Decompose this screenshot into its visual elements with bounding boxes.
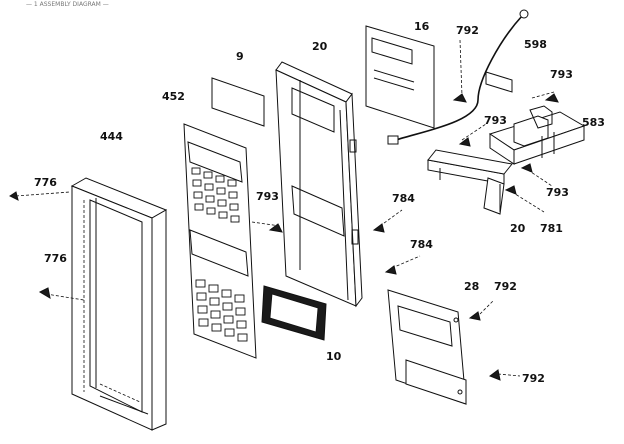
control-board-16 xyxy=(365,25,435,129)
callout-10: 10 xyxy=(326,350,342,363)
callout-781: 781 xyxy=(540,222,563,235)
callout-9: 9 xyxy=(236,50,244,63)
callout-793-bottom-right: 793 xyxy=(546,186,569,199)
callout-20-top: 20 xyxy=(312,40,328,53)
callout-793-left: 793 xyxy=(256,190,279,203)
callout-784-top: 784 xyxy=(392,192,415,205)
callout-793-right-top: 793 xyxy=(550,68,573,81)
callout-792-mid: 792 xyxy=(494,280,517,293)
gasket-10 xyxy=(261,285,327,341)
screw-icon xyxy=(372,209,403,233)
screw-icon xyxy=(38,287,85,301)
callout-16: 16 xyxy=(414,20,430,33)
screw-icon xyxy=(251,221,283,233)
screw-icon xyxy=(458,123,487,147)
panel-frame-20 xyxy=(275,61,363,308)
door-frame-444 xyxy=(70,177,168,431)
screw-icon xyxy=(520,163,553,187)
connector-block xyxy=(485,71,513,93)
callout-444: 444 xyxy=(100,130,123,143)
callout-776-bottom: 776 xyxy=(44,252,67,265)
upper-keypad xyxy=(191,167,240,223)
screw-icon xyxy=(9,191,71,201)
header-text: — 1 ASSEMBLY DIAGRAM — xyxy=(26,1,109,8)
screw-icon xyxy=(488,369,521,381)
clip-icon xyxy=(504,185,545,213)
callout-452: 452 xyxy=(162,90,185,103)
screw-icon xyxy=(531,91,559,103)
callout-583: 583 xyxy=(582,116,605,129)
screw-icon xyxy=(468,299,495,321)
callout-784-bottom: 784 xyxy=(410,238,433,251)
transformer-583 xyxy=(488,105,586,165)
callout-776-top: 776 xyxy=(34,176,57,189)
wire-harness-598 xyxy=(387,9,529,145)
callout-28: 28 xyxy=(464,280,479,293)
lower-keypad xyxy=(195,279,248,342)
callout-598: 598 xyxy=(524,38,547,51)
callout-793-mid: 793 xyxy=(484,114,507,127)
control-panel-452 xyxy=(183,123,257,359)
screw-icon xyxy=(384,255,421,275)
label-plate-9 xyxy=(211,77,265,127)
screw-icon xyxy=(452,39,467,103)
bracket-20 xyxy=(427,149,513,215)
callout-792-bottom: 792 xyxy=(522,372,545,385)
callout-20-right: 20 xyxy=(510,222,526,235)
callout-792-top: 792 xyxy=(456,24,479,37)
pcb-plate-28 xyxy=(387,289,467,405)
